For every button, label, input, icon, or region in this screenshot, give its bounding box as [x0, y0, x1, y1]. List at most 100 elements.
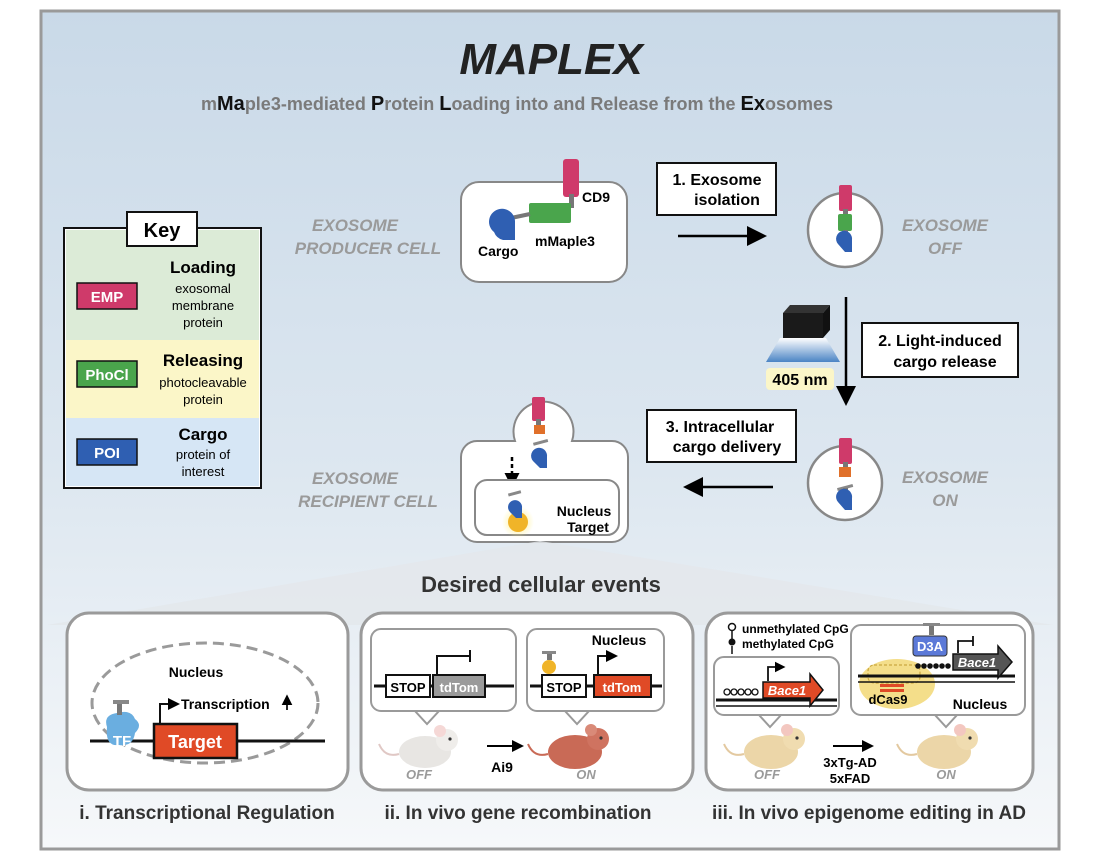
subtitle-segment: ple3-mediated: [245, 94, 371, 114]
light-source: [766, 305, 840, 362]
key-cargo-desc-2: interest: [182, 464, 225, 479]
panel3-methylated-marks: [915, 663, 951, 669]
panel3-d3a-label: D3A: [917, 639, 944, 654]
key-badge-phocl-label: PhoCl: [85, 367, 128, 384]
subtitle-segment: m: [201, 94, 217, 114]
panel3-model-2: 5xFAD: [830, 771, 870, 786]
producer-cell: [460, 181, 628, 283]
panel-gene-recombination: STOP tdTom OFF Nucleus STOP tdTom: [359, 611, 695, 792]
panel3-nucleus-label: Nucleus: [953, 696, 1008, 712]
key-legend: Key EMP Loading exosomal membrane protei…: [63, 211, 262, 489]
panel3-bace1-on: Bace1: [958, 655, 996, 670]
key-releasing-desc-2: protein: [183, 392, 223, 407]
panel3-on-label: ON: [936, 767, 956, 782]
key-heading-box: [126, 211, 198, 247]
panel3-unmethylated-marks: [723, 688, 759, 696]
panel2-stop-on: STOP: [546, 680, 581, 695]
subtitle-segment: oading into and Release from the: [451, 94, 740, 114]
step3-line2: cargo delivery: [673, 439, 782, 456]
key-releasing-desc-1: photocleavable: [159, 375, 246, 390]
recipient-target-label: Target: [567, 519, 609, 535]
recipient-label-1: EXOSOME: [312, 469, 399, 488]
panel1-nucleus-label: Nucleus: [169, 664, 224, 680]
step1-line2: isolation: [694, 192, 760, 209]
key-badge-poi: [76, 438, 138, 466]
figure-subtitle: mMaple3-mediated Protein Loading into an…: [201, 93, 833, 115]
panel3-dcas9-label: dCas9: [868, 692, 907, 707]
subtitle-segment: osomes: [765, 94, 833, 114]
panel3-bace1-off: Bace1: [768, 683, 806, 698]
key-loading-desc-2: membrane: [172, 298, 234, 313]
zoom-wedge: [47, 541, 1053, 625]
figure-title: MAPLEX: [459, 35, 645, 84]
exosome-off: [806, 185, 884, 269]
light-label-bg: [766, 368, 834, 390]
panel2-off-label: OFF: [406, 767, 433, 782]
key-cargo-desc-1: protein of: [176, 447, 231, 462]
step3-box: [646, 409, 797, 463]
panel2-tdtom-off: tdTom: [440, 680, 479, 695]
subtitle-segment: rotein: [384, 94, 439, 114]
panel1-transcription-label: Transcription: [181, 696, 270, 712]
panel3-caption: iii. In vivo epigenome editing in AD: [712, 803, 1026, 824]
panel2-caption: ii. In vivo gene recombination: [384, 803, 651, 824]
panel3-methylated-label: methylated CpG: [742, 637, 834, 651]
panel3-off-label: OFF: [754, 767, 781, 782]
panel-transcriptional-regulation: Nucleus Target TF Transcription: [65, 611, 350, 792]
panel3-model-1: 3xTg-AD: [823, 755, 876, 770]
mouse-on-icon: [527, 724, 609, 769]
producer-label-1: EXOSOME: [312, 216, 399, 235]
cd9-label: CD9: [582, 189, 610, 205]
key-releasing-title: Releasing: [163, 351, 243, 370]
key-badge-emp: [76, 282, 138, 310]
panel1-target-label: Target: [168, 732, 222, 752]
step2-box: [861, 322, 1019, 378]
producer-label-2: PRODUCER CELL: [295, 239, 441, 258]
cd9-shape: [563, 159, 579, 197]
desired-events-heading: Desired cellular events: [421, 572, 661, 597]
recipient-cell: Nucleus Target: [460, 397, 629, 543]
cargo-label: Cargo: [478, 243, 518, 259]
step3-line1: 3. Intracellular: [666, 419, 775, 436]
subtitle-segment: Ex: [740, 93, 764, 115]
recipient-nucleus-label: Nucleus: [557, 503, 612, 519]
key-loading-title: Loading: [170, 258, 236, 277]
panel1-caption: i. Transcriptional Regulation: [79, 803, 334, 824]
key-badge-poi-label: POI: [94, 445, 120, 462]
subtitle-segment: Ma: [217, 93, 246, 115]
panel2-on-label: ON: [576, 767, 596, 782]
subtitle-segment: L: [439, 93, 451, 115]
subtitle-segment: P: [371, 93, 384, 115]
panel2-stop-off: STOP: [390, 680, 425, 695]
step1-line1: 1. Exosome: [673, 172, 762, 189]
key-loading-desc-1: exosomal: [175, 281, 231, 296]
panel2-tdtom-on: tdTom: [603, 680, 642, 695]
panel1-tf-label: TF: [113, 733, 131, 750]
mouse-ad-on-icon: [896, 724, 978, 769]
cargo-shape: [489, 208, 515, 240]
panel-epigenome-editing: unmethylated CpG methylated CpG Bace1 OF…: [704, 611, 1035, 792]
panel3-unmethylated-label: unmethylated CpG: [742, 622, 849, 636]
step2-line2: cargo release: [893, 354, 996, 371]
recipient-label-2: RECIPIENT CELL: [298, 492, 438, 511]
exosome-on-label-2: ON: [932, 491, 958, 510]
producer-cell-group: EXOSOME PRODUCER CELL CD9 mMaple3 Cargo: [295, 159, 628, 283]
panel2-nucleus-label: Nucleus: [592, 632, 647, 648]
key-badge-emp-label: EMP: [91, 289, 124, 306]
mmaple3-shape: [529, 203, 571, 223]
mouse-off-icon: [378, 725, 458, 768]
step2-line1: 2. Light-induced: [878, 333, 1002, 350]
key-badge-phocl: [76, 360, 138, 388]
panel2-ai9-label: Ai9: [491, 759, 513, 775]
exosome-off-label-2: OFF: [928, 239, 963, 258]
exosome-off-label-1: EXOSOME: [902, 216, 989, 235]
mmaple3-label: mMaple3: [535, 233, 595, 249]
step1-box: [656, 162, 777, 216]
exosome-on-label-1: EXOSOME: [902, 468, 989, 487]
light-label: 405 nm: [772, 372, 827, 389]
key-cargo-title: Cargo: [178, 425, 227, 444]
key-loading-desc-3: protein: [183, 315, 223, 330]
key-heading: Key: [144, 220, 182, 242]
exosome-on: [806, 438, 884, 522]
